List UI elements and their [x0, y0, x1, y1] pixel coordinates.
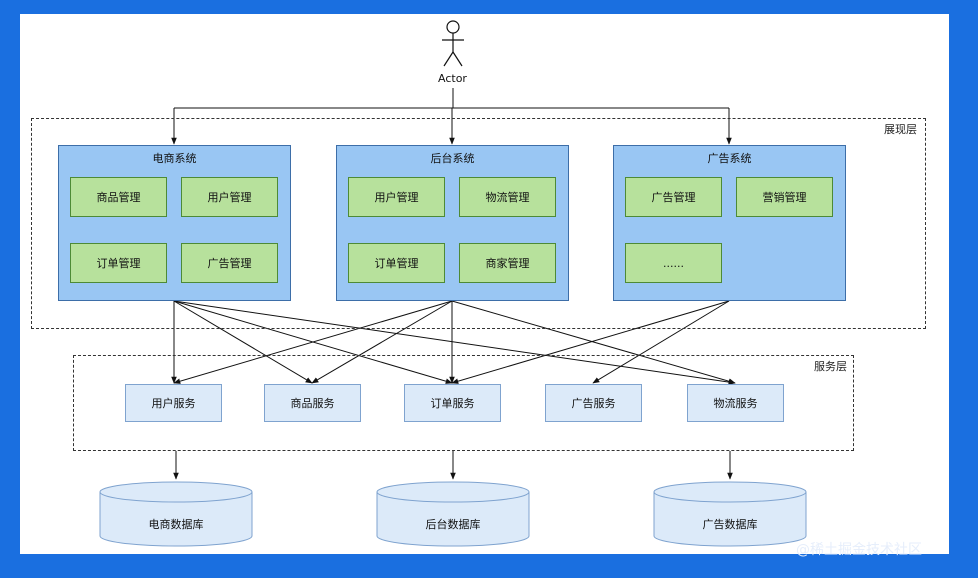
module-order-management: 订单管理	[70, 243, 167, 283]
module-order-management: 订单管理	[348, 243, 445, 283]
module-user-management: 用户管理	[348, 177, 445, 217]
system-to-service-arrow-4	[173, 300, 453, 384]
module-logistics-management: 物流管理	[459, 177, 556, 217]
database-cylinder-body-2	[653, 492, 807, 547]
system-title: 广告系统	[707, 152, 752, 165]
arrow-links	[171, 88, 736, 480]
watermark-text: @稀土掘金技术社区	[796, 542, 922, 558]
database-cylinder-top-2	[653, 481, 807, 503]
actor-leg-right	[452, 51, 463, 67]
database-shapes	[99, 481, 807, 547]
database-cylinder-body-1	[376, 492, 530, 547]
database-cylinder-top-0	[99, 481, 253, 503]
service-user: 用户服务	[125, 384, 222, 422]
actor-label: Actor	[438, 72, 467, 85]
database-ad-label: 广告数据库	[702, 518, 758, 531]
database-backend-label: 后台数据库	[425, 518, 481, 531]
system-to-service-arrow-3	[173, 300, 736, 385]
module-merchant-management: 商家管理	[459, 243, 556, 283]
system-backend: 后台系统 用户管理 物流管理 订单管理 商家管理	[336, 145, 569, 301]
service-layer	[73, 355, 854, 451]
system-ad: 广告系统 广告管理 营销管理 ......	[613, 145, 846, 301]
module-more: ......	[625, 243, 722, 283]
system-to-service-arrow-9	[592, 300, 730, 384]
database-ecommerce-label: 电商数据库	[148, 518, 204, 531]
system-to-service-arrow-1	[173, 300, 313, 384]
actor-leg-left	[443, 51, 454, 67]
database-cylinder-top-1	[376, 481, 530, 503]
service-ad: 广告服务	[545, 384, 642, 422]
system-title: 后台系统	[430, 152, 475, 165]
service-logistics: 物流服务	[687, 384, 784, 422]
module-marketing-management: 营销管理	[736, 177, 833, 217]
actor-head-icon	[446, 20, 460, 34]
module-ad-management: 广告管理	[181, 243, 278, 283]
presentation-layer	[31, 118, 926, 329]
service-product: 商品服务	[264, 384, 361, 422]
system-to-service-arrow-7	[451, 300, 736, 384]
system-ecommerce: 电商系统 商品管理 用户管理 订单管理 广告管理	[58, 145, 291, 301]
service-order: 订单服务	[404, 384, 501, 422]
module-user-management: 用户管理	[181, 177, 278, 217]
service-layer-label: 服务层	[814, 360, 847, 373]
system-to-service-arrow-5	[311, 300, 453, 384]
system-to-service-arrow-8	[451, 300, 730, 384]
module-product-management: 商品管理	[70, 177, 167, 217]
presentation-layer-label: 展现层	[884, 123, 917, 136]
database-cylinder-body-0	[99, 492, 253, 547]
actor-figure	[442, 20, 464, 67]
system-title: 电商系统	[152, 152, 197, 165]
module-ad-management: 广告管理	[625, 177, 722, 217]
